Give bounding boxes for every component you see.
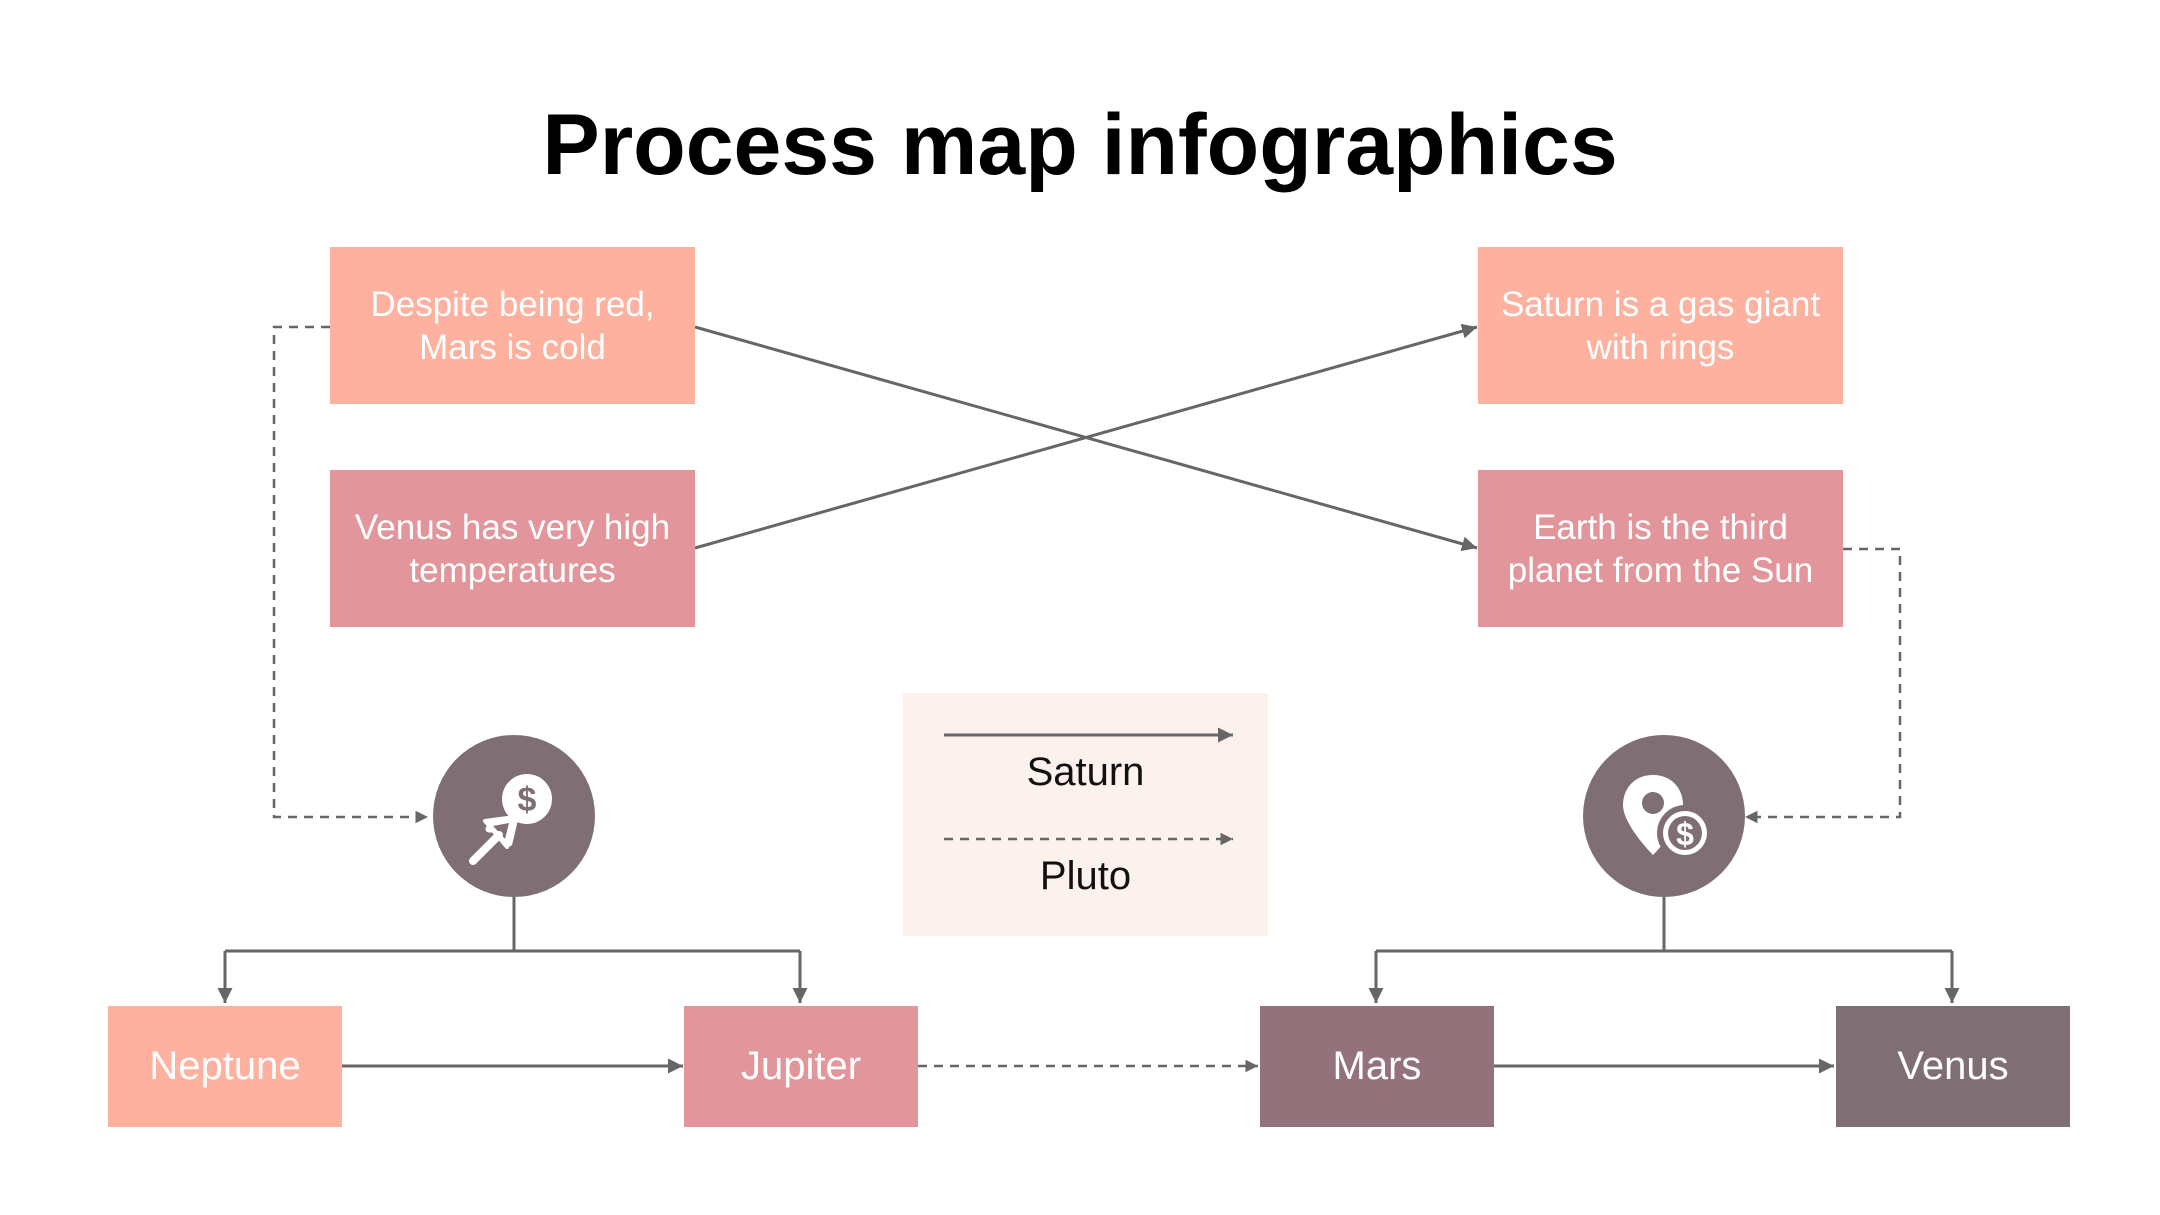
page-title: Process map infographics (542, 97, 1618, 193)
circle-left: $ (433, 735, 595, 897)
dashed-right-elbow (1745, 547, 1902, 824)
card-mars-cold: Despite being red, Mars is cold (330, 247, 695, 404)
node-jupiter: Jupiter (684, 1006, 918, 1127)
legend-dashed-label: Pluto (1039, 854, 1132, 898)
legend-lines (944, 727, 1233, 846)
cursor-dollar-icon: $ (469, 774, 552, 865)
legend-solid-label: Saturn (1026, 750, 1145, 794)
legend: Saturn Pluto (903, 693, 1268, 936)
arrow-venus-to-saturn (694, 323, 1478, 550)
circle-right: $ (1583, 735, 1745, 897)
node-neptune: Neptune (108, 1006, 342, 1127)
card-saturn-gas: Saturn is a gas giant with rings (1478, 247, 1843, 404)
node-mars: Mars (1260, 1006, 1494, 1127)
svg-text:$: $ (518, 781, 537, 819)
location-pin-dollar-icon: $ (1623, 775, 1713, 861)
card-venus-hot: Venus has very high temperatures (330, 470, 695, 627)
card-earth-third: Earth is the third planet from the Sun (1478, 470, 1843, 627)
node-venus: Venus (1836, 1006, 2070, 1127)
svg-text:$: $ (1676, 816, 1694, 852)
